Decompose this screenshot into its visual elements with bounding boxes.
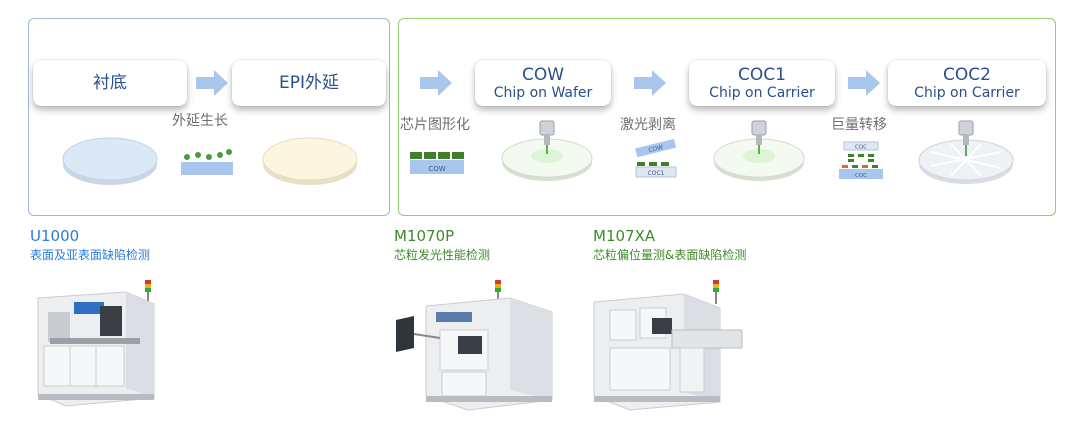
step-coc1: COC1 Chip on Carrier: [689, 60, 835, 106]
u1000-machine-image: [37, 280, 155, 407]
m1070p-machine-image: [396, 280, 553, 411]
step-substrate: 衬底: [33, 60, 187, 106]
cow-chip-label: COW: [428, 165, 445, 173]
coc1-wafer-probe-icon: [713, 120, 805, 181]
coc-bottom-label: COC: [855, 173, 867, 179]
arrow-right-icon: [848, 70, 880, 96]
arrow-right-icon: [196, 70, 228, 96]
machine-m107xa-description: 芯粒偏位量测&表面缺陷检测: [593, 248, 747, 262]
step-coc1-title: COC1: [738, 64, 786, 85]
mass-transfer-icon: COC COC: [839, 141, 883, 179]
cow-liftoff-label: COW: [648, 144, 664, 154]
machine-m107xa-model: M107XA: [593, 227, 656, 245]
chip-patterning-caption: 芯片图形化: [400, 117, 470, 133]
chip-pattern-icon: COW: [410, 152, 464, 174]
step-cow-title: COW: [521, 64, 565, 85]
step-coc1-subtitle: Chip on Carrier: [709, 84, 815, 101]
coc1-carrier-label: COC1: [648, 170, 665, 177]
step-substrate-label: 衬底: [93, 73, 127, 93]
coc2-grid-wafer-probe-icon: [918, 120, 1014, 184]
machine-u1000-description: 表面及亚表面缺陷检测: [30, 248, 151, 262]
epitaxy-growth-icon: [181, 149, 233, 175]
cow-wafer-probe-icon: [501, 120, 593, 181]
step-cow-subtitle: Chip on Wafer: [493, 84, 593, 101]
machine-m1070p-model: M1070P: [394, 227, 455, 245]
machine-u1000-model: U1000: [30, 227, 80, 245]
chip-process-panel: [398, 18, 1056, 216]
laser-liftoff-icon: COW COC1: [635, 138, 677, 178]
step-coc2: COC2 Chip on Carrier: [888, 60, 1046, 106]
m107xa-machine-image: [593, 280, 743, 411]
epi-wafer-icon: [262, 137, 358, 185]
machine-m1070p-description: 芯粒发光性能检测: [394, 248, 491, 262]
substrate-wafer-icon: [62, 137, 158, 185]
substrate-process-panel: [28, 18, 390, 216]
coc-top-label: COC: [855, 145, 867, 151]
step-coc2-subtitle: Chip on Carrier: [914, 84, 1020, 101]
step-coc2-title: COC2: [943, 64, 991, 85]
step-cow: COW Chip on Wafer: [475, 60, 611, 106]
arrow-right-icon: [420, 70, 452, 96]
epi-growth-caption: 外延生长: [172, 113, 228, 129]
mass-transfer-caption: 巨量转移: [831, 117, 887, 133]
arrow-right-icon: [634, 70, 666, 96]
step-epi-label: EPI外延: [278, 73, 339, 93]
laser-liftoff-caption: 激光剥离: [620, 117, 676, 133]
step-epi: EPI外延: [232, 60, 386, 106]
